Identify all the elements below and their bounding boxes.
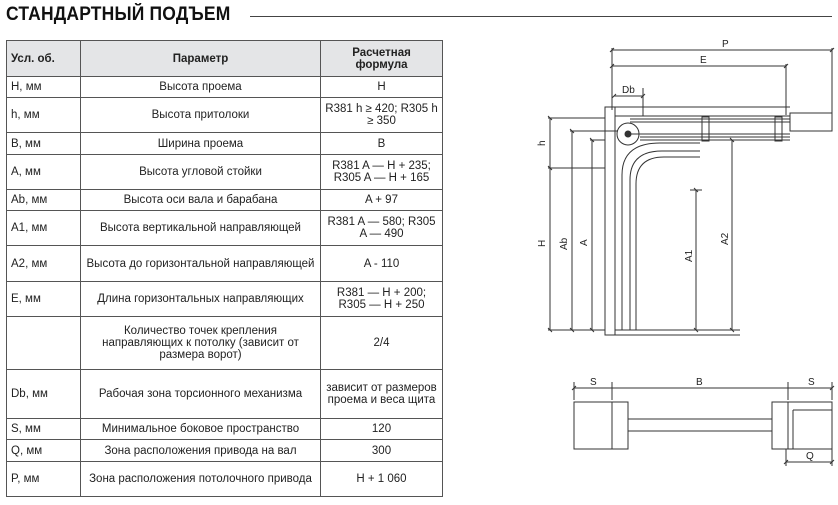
title-bar: СТАНДАРТНЫЙ ПОДЪЕМ	[6, 4, 832, 28]
cell-symbol: P, мм	[6, 460, 81, 498]
label-B: B	[696, 377, 703, 388]
page-title: СТАНДАРТНЫЙ ПОДЪЕМ	[6, 4, 231, 25]
cell-parameter: Зона расположения привода на вал	[80, 439, 321, 462]
table-row: A2, мм Высота до горизонтальной направля…	[6, 245, 443, 282]
cell-symbol: A2, мм	[6, 245, 81, 282]
label-A1: A1	[684, 249, 695, 262]
cell-parameter: Количество точек крепления направляющих …	[80, 315, 321, 371]
dim-bottom-line	[571, 382, 835, 400]
cell-formula: 300	[320, 439, 443, 462]
cell-parameter: Ширина проема	[80, 132, 321, 155]
cell-parameter: Высота вертикальной направляющей	[80, 210, 321, 247]
table-row: Количество точек крепления направляющих …	[6, 315, 443, 371]
dim-H-line	[547, 168, 605, 333]
label-E: E	[700, 55, 707, 66]
label-Db: Db	[622, 85, 635, 96]
cell-parameter: Высота угловой стойки	[80, 153, 321, 190]
label-h: h	[537, 140, 548, 146]
dim-P-line	[609, 47, 835, 115]
cell-parameter: Высота оси вала и барабана	[80, 188, 321, 212]
label-S-right: S	[808, 377, 815, 388]
label-S-left: S	[590, 377, 597, 388]
cell-formula: H	[320, 75, 443, 99]
cell-parameter: Зона расположения потолочного привода	[80, 460, 321, 498]
plan-view	[573, 401, 833, 450]
label-P: P	[722, 39, 729, 50]
title-rule	[250, 16, 832, 17]
cell-formula: R381 A — 580; R305 A — 490	[320, 210, 443, 247]
dim-Q-line	[783, 449, 835, 466]
dim-Ab-line	[569, 128, 618, 333]
table-row: Db, мм Рабочая зона торсионного механизм…	[6, 369, 443, 420]
label-Ab: Ab	[559, 237, 570, 250]
dim-Db-line	[611, 88, 646, 116]
table-row: A1, мм Высота вертикальной направляющей …	[6, 210, 443, 247]
table-row: H, мм Высота проема H	[6, 75, 443, 99]
table-row: Ab, мм Высота оси вала и барабана A + 97	[6, 188, 443, 212]
table-row: B, мм Ширина проема B	[6, 132, 443, 155]
cell-symbol: A, мм	[6, 153, 81, 190]
cell-symbol: A1, мм	[6, 210, 81, 247]
horizontal-guides	[630, 112, 833, 142]
cell-formula: A - 110	[320, 245, 443, 282]
cell-formula: R381 h ≥ 420; R305 h ≥ 350	[320, 97, 443, 134]
torsion-shaft	[616, 122, 640, 146]
label-H: H	[537, 240, 548, 247]
dim-A-line	[589, 137, 605, 333]
dim-A1-line	[690, 187, 702, 333]
cell-parameter: Высота проема	[80, 75, 321, 99]
cell-parameter: Минимальное боковое пространство	[80, 418, 321, 441]
cell-symbol	[6, 315, 81, 371]
label-A2: A2	[720, 232, 731, 245]
cell-symbol: Db, мм	[6, 369, 81, 420]
table-row: S, мм Минимальное боковое пространство 1…	[6, 418, 443, 441]
cell-formula: зависит от размеров проема и веса щита	[320, 369, 443, 420]
cell-parameter: Высота до горизонтальной направляющей	[80, 245, 321, 282]
header-parameter: Параметр	[80, 40, 321, 77]
cell-formula: 2/4	[320, 315, 443, 371]
cell-symbol: H, мм	[6, 75, 81, 99]
table-row: P, мм Зона расположения потолочного прив…	[6, 460, 443, 498]
cell-symbol: Ab, мм	[6, 188, 81, 212]
table-row: Q, мм Зона расположения привода на вал 3…	[6, 439, 443, 462]
label-Q: Q	[806, 451, 814, 462]
cell-parameter: Рабочая зона торсионного механизма	[80, 369, 321, 420]
table-row: A, мм Высота угловой стойки R381 A — H +…	[6, 153, 443, 190]
cell-formula: B	[320, 132, 443, 155]
header-symbol: Усл. об.	[6, 40, 81, 77]
cell-formula: A + 97	[320, 188, 443, 212]
cell-formula: R381 A — H + 235; R305 A — H + 165	[320, 153, 443, 190]
vertical-guide	[615, 142, 740, 336]
dim-h-line	[547, 115, 605, 171]
label-A: A	[579, 239, 590, 246]
cell-parameter: Длина горизонтальных направляющих	[80, 280, 321, 317]
table-row: h, мм Высота притолоки R381 h ≥ 420; R30…	[6, 97, 443, 134]
cell-formula: H + 1 060	[320, 460, 443, 498]
lintel-block	[604, 106, 790, 336]
